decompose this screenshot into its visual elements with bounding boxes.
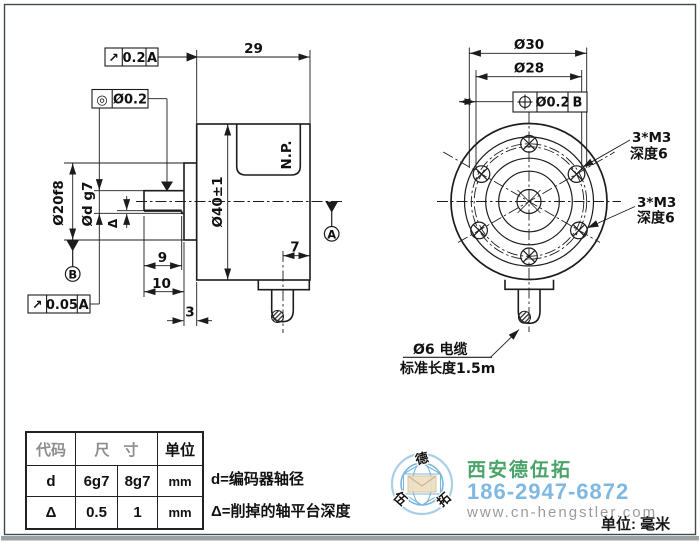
side-view-dim-lines (64, 50, 311, 326)
fcf-conc-tol: Ø0.2 (113, 93, 147, 108)
datum-b-circle (64, 266, 81, 282)
dim-flange-dia: Ø20f8 (51, 180, 67, 226)
table-cell: mm (158, 466, 202, 497)
concentricity-icon: ◎ (96, 93, 107, 108)
dim-10: 10 (152, 276, 171, 292)
m3-hole (520, 134, 538, 153)
dim-9: 9 (158, 250, 167, 266)
m3-top-label-2: 深度6 (630, 146, 668, 163)
shaft-outline (143, 189, 184, 211)
page-border (3, 3, 697, 536)
fcf-top-datum: A (147, 51, 157, 66)
m3-bottom-label-1: 3*M3 (637, 195, 676, 211)
dim-3: 3 (185, 305, 194, 321)
table-cell: 1 (118, 497, 158, 528)
m3-hole (570, 221, 588, 240)
fcf-runout-top (104, 47, 159, 67)
dim-shaft-dia: Ød g7 (80, 182, 96, 227)
front-view-circles (450, 122, 608, 281)
side-view-labels: 29 Ø40±1 Ø20f8 Ød g7 Δ 9 10 3 7 N.P. A B… (32, 41, 336, 321)
fcf-bottom-tol: 0.05 (46, 298, 78, 313)
cable-section-front (518, 310, 531, 324)
table-cell: 0.5 (76, 497, 118, 528)
table-cell: 8g7 (118, 466, 158, 497)
dim-bc1: Ø30 (514, 37, 544, 53)
watermark-logo: 德 伍 拓 (388, 448, 455, 516)
runout-icon: ↗ (108, 50, 118, 65)
connector-cavity (235, 124, 302, 176)
side-view (27, 47, 345, 333)
datum-b-letter: B (68, 268, 77, 282)
cable-gland-front (504, 279, 555, 291)
fcf-top-tol: 0.2 (122, 51, 145, 66)
flat-depth-symbol: Δ (106, 218, 120, 228)
cable-section-side (271, 310, 284, 323)
front-view-dim-lines (403, 47, 636, 358)
position-icon (517, 94, 533, 110)
dim-bc2: Ø28 (514, 61, 544, 77)
datum-a-letter: A (327, 227, 336, 241)
fcf-pos-datum: B (573, 96, 583, 111)
watermark-website: www.cn-hengstler.com (467, 504, 658, 521)
front-view-labels: Ø30 Ø28 Ø0.2 B 3*M3 深度6 3*M3 深度6 Ø6 电缆 标… (399, 37, 676, 377)
m3-hole (472, 165, 491, 184)
front-view (403, 47, 636, 358)
logo-envelope (407, 475, 437, 493)
table-cell: d (27, 466, 76, 497)
table-cell: Δ (27, 497, 76, 528)
spec-table: 代码 尺寸 单位 d 6g7 8g7 mm Δ 0.5 1 mm (25, 431, 204, 530)
bottom-band (1, 536, 699, 541)
m3-hole (567, 165, 586, 184)
np-label: N.P. (279, 141, 295, 170)
fcf-bottom-datum: A (79, 298, 89, 313)
dim-7: 7 (290, 240, 299, 256)
fcf-concentricity (91, 88, 149, 109)
table-header-size: 尺寸 (76, 433, 158, 466)
dim-body-dia: Ø40±1 (210, 177, 226, 228)
m3-bottom-label-2: 深度6 (637, 210, 675, 227)
datum-a-side (323, 201, 340, 242)
datum-b-side (64, 240, 81, 282)
table-cell: mm (168, 505, 192, 520)
m3-hole (470, 221, 489, 240)
housing-circle (450, 122, 608, 281)
m3-hole (520, 247, 538, 266)
cable-label-2: 标准长度1.5m (399, 360, 495, 377)
watermark-phone: 186-2947-6872 (467, 479, 630, 504)
table-header-unit: 单位 (158, 433, 202, 466)
leader-arrow (186, 52, 198, 62)
drawing-unit-note: 单位: 毫米 (601, 516, 671, 533)
note-flat-depth: Δ=削掉的轴平台深度 (211, 503, 351, 520)
m3-top-label-1: 3*M3 (632, 130, 671, 146)
flange-boss (183, 162, 198, 241)
m3-holes (470, 134, 588, 266)
note-shaft-dia: d=编码器轴径 (211, 471, 304, 488)
logo-outer-ring (390, 452, 454, 516)
front-centerlines (437, 112, 621, 332)
side-view-outline (143, 123, 311, 323)
leader-triangle (160, 181, 174, 192)
cable-exit (504, 279, 555, 325)
cable-gland (257, 280, 311, 291)
logo-char-top: 德 (414, 450, 430, 469)
bolt-circle-30 (470, 143, 588, 260)
datum-a-triangle (325, 201, 338, 213)
watermark-company: 西安德伍拓 (467, 460, 573, 481)
fcf-runout-bottom (27, 294, 91, 314)
datum-a-circle (323, 225, 340, 242)
runout-icon: ↗ (32, 297, 42, 312)
fcf-pos-tol: Ø0.2 (535, 96, 569, 111)
cable-label-1: Ø6 电缆 (413, 341, 468, 358)
boss-circle (463, 136, 595, 267)
centerline (136, 201, 345, 333)
fcf-position (512, 91, 588, 113)
shaft-circle (516, 188, 542, 215)
datum-b-triangle (66, 240, 79, 252)
table-cell: 6g7 (76, 466, 118, 497)
table-header-code: 代码 (27, 433, 76, 466)
dim-29: 29 (244, 41, 263, 57)
